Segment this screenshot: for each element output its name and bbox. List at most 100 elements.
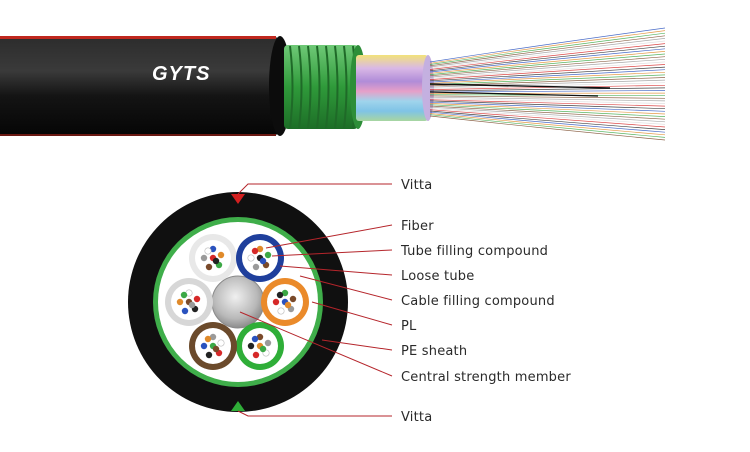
fiber-dot xyxy=(256,245,264,253)
fiber-strand xyxy=(429,27,666,63)
fiber-strand xyxy=(429,113,666,136)
fiber-strand xyxy=(429,95,666,99)
fiber-strand xyxy=(429,74,666,85)
callout-fiber: Fiber xyxy=(401,219,434,234)
fiber-dot xyxy=(264,339,272,347)
fiber-dot xyxy=(200,254,208,262)
callout-vitta-top: Vitta xyxy=(401,178,432,193)
fiber-strand xyxy=(429,66,666,82)
callout-tube-filling-compound: Tube filling compound xyxy=(400,244,548,259)
callout-loose-tube: Loose tube xyxy=(401,269,474,284)
fiber-dot xyxy=(209,333,217,341)
fiber-strand xyxy=(429,38,666,68)
fiber-strand xyxy=(429,43,666,70)
armor-rib xyxy=(316,45,321,129)
fiber-strand xyxy=(429,103,666,115)
red-stripe-lower xyxy=(0,134,276,136)
vitta-bottom-marker xyxy=(231,401,245,411)
fiber-dot xyxy=(259,257,267,265)
armor-rib xyxy=(289,45,294,129)
fiber-dot xyxy=(205,351,213,359)
fiber-strand xyxy=(429,87,666,92)
callout-leaders xyxy=(237,183,393,417)
fiber-dot xyxy=(247,342,255,350)
fiber-dot xyxy=(272,298,280,306)
fiber-dot xyxy=(252,351,260,359)
callout-central-strength-member: Central strength member xyxy=(401,370,571,385)
brand-text: GYTS xyxy=(152,63,210,85)
cable-side-view: GYTS xyxy=(0,27,666,141)
callout-leader xyxy=(299,275,393,301)
callout-labels: Vitta Fiber Tube filling compound Loose … xyxy=(400,178,571,425)
fiber-dot xyxy=(289,295,297,303)
fiber-strand xyxy=(429,82,666,89)
fiber-dot xyxy=(200,342,208,350)
fiber-strand xyxy=(429,98,666,104)
loose-tube-blue xyxy=(236,234,284,282)
fiber-strand xyxy=(429,64,666,80)
loose-tube-green xyxy=(236,322,284,370)
fiber-strand xyxy=(429,40,666,69)
fiber-strand xyxy=(429,71,666,84)
fiber-dot xyxy=(264,251,272,259)
fiber-strand xyxy=(429,83,611,89)
fiber-strand xyxy=(429,109,666,128)
fiber-dot xyxy=(205,263,213,271)
callout-leader xyxy=(311,301,393,326)
fiber-dot xyxy=(247,254,255,262)
fiber-strand xyxy=(429,91,599,97)
fiber-dot xyxy=(212,257,220,265)
central-strength-member-core xyxy=(211,275,265,329)
fiber-strand xyxy=(429,35,666,67)
fiber-dot xyxy=(251,335,259,343)
fiber-dot xyxy=(277,307,285,315)
fiber-dot xyxy=(259,345,267,353)
fiber-dot xyxy=(276,291,284,299)
fiber-strand xyxy=(429,32,666,65)
fiber-strand xyxy=(429,105,666,120)
red-stripe xyxy=(0,36,276,39)
outer-jacket xyxy=(0,36,280,136)
callout-leader xyxy=(237,183,392,195)
fiber-strand xyxy=(429,106,666,123)
callout-leader xyxy=(237,410,392,417)
fiber-strand xyxy=(429,48,666,73)
fiber-strand xyxy=(429,108,666,125)
fiber-dot xyxy=(284,301,292,309)
fiber-strand xyxy=(429,96,666,102)
fiber-strand xyxy=(429,45,666,72)
fiber-strand xyxy=(429,111,666,133)
armor-rib xyxy=(343,45,348,129)
vitta-top-marker xyxy=(231,194,245,204)
loose-tubes xyxy=(165,234,309,370)
fiber-dot xyxy=(176,298,184,306)
fiber-dot xyxy=(251,247,259,255)
fiber-dot xyxy=(204,247,212,255)
loose-tube-orange xyxy=(261,278,309,326)
fiber-strand xyxy=(429,84,666,90)
callout-leader xyxy=(271,249,393,257)
cross-section xyxy=(128,192,348,412)
fiber-strand xyxy=(429,56,666,77)
fiber-strand xyxy=(429,79,666,88)
callout-leader xyxy=(279,265,393,276)
fiber-strand xyxy=(429,30,666,64)
callout-pl: PL xyxy=(401,319,417,334)
fiber-strand xyxy=(429,100,666,110)
fiber-dot xyxy=(281,289,289,297)
armor-rib xyxy=(298,45,303,129)
callout-leader xyxy=(265,224,393,249)
loose-tube-brown xyxy=(189,322,237,370)
fiber-strand xyxy=(429,115,666,141)
fiber-dot xyxy=(212,345,220,353)
fiber-strand xyxy=(429,114,666,138)
fiber-dot xyxy=(217,339,225,347)
callout-leader xyxy=(321,339,393,351)
callout-leader xyxy=(239,311,393,377)
fiber-strand xyxy=(429,53,666,75)
fiber-dot xyxy=(204,335,212,343)
armor-section xyxy=(284,45,366,129)
core-section xyxy=(356,55,434,121)
